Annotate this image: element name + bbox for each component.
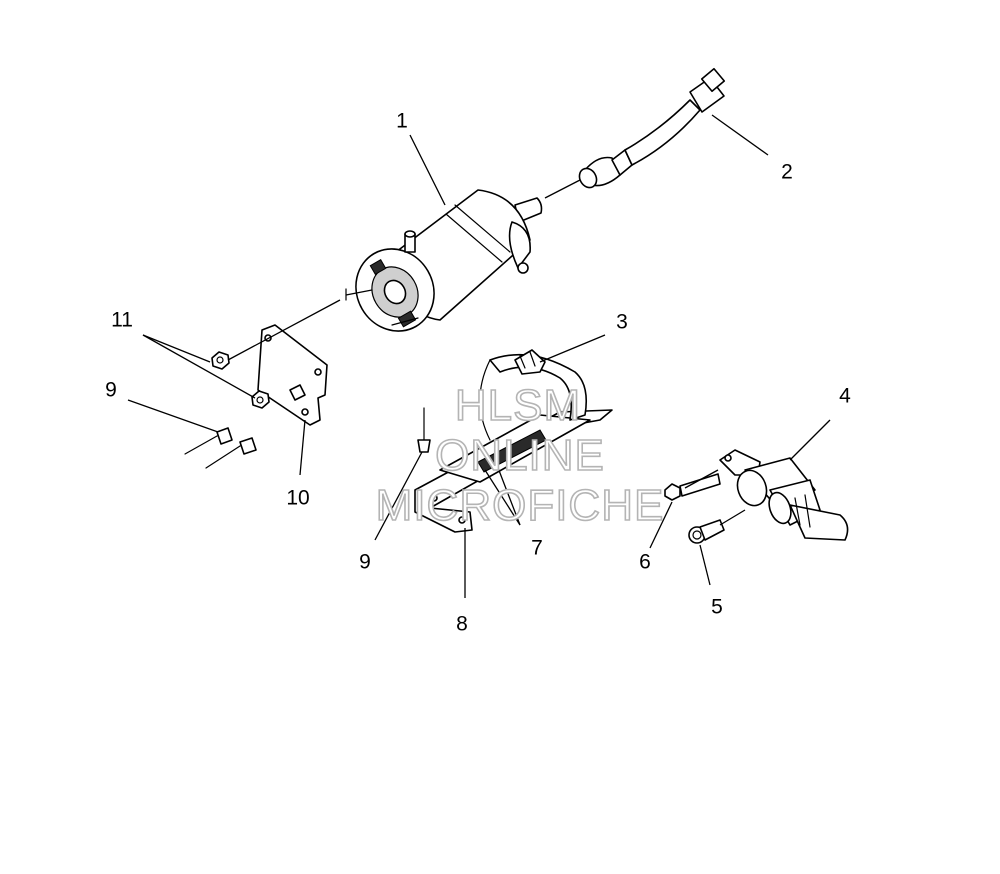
rivet-9-center [417,407,431,453]
watermark: HLSM ONLINE MICROFICHE [375,380,665,531]
callout-9-left: 9 [105,379,117,402]
callout-3: 3 [616,311,628,334]
callout-11: 11 [111,309,133,332]
bracket-8 [414,353,613,533]
callout-5: 5 [711,596,723,619]
callout-2: 2 [781,161,793,184]
bolt-6 [664,473,721,501]
leader-lines [127,114,831,598]
starter-motor [345,189,543,332]
starter-cable [578,67,726,189]
callout-10: 10 [286,487,309,510]
watermark-line1: HLSM [455,381,581,430]
drive-assembly-4 [719,449,849,541]
callout-8: 8 [456,613,468,636]
mounting-plate [257,324,328,426]
callouts: 1 2 3 4 5 6 7 8 9 9 10 11 [105,110,851,636]
clamp-3 [514,349,546,375]
callout-1: 1 [396,110,408,133]
callout-6: 6 [639,551,651,574]
nut-11-upper [211,351,230,370]
callout-9-center: 9 [359,551,371,574]
nut-11-lower [251,390,270,409]
bolt-5 [688,519,725,544]
watermark-line3: MICROFICHE [376,481,665,530]
callout-4: 4 [839,385,851,408]
rivet-9-left [184,427,257,469]
watermark-line2: ONLINE [435,431,605,480]
alignment-lines [227,179,746,526]
callout-7: 7 [531,537,543,560]
